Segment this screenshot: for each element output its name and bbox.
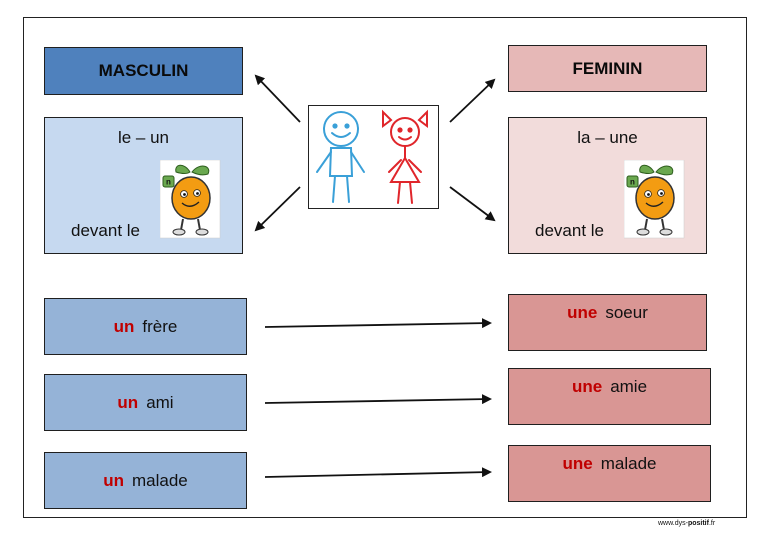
word-article: une bbox=[567, 303, 598, 322]
feminin-articles: la – une bbox=[577, 128, 638, 147]
orange-mascot-icon: n bbox=[160, 160, 221, 239]
word-article: une bbox=[571, 377, 603, 396]
girl-figure bbox=[382, 109, 428, 204]
word-article: un bbox=[117, 392, 139, 412]
word-noun: malade bbox=[600, 454, 657, 473]
page-frame bbox=[23, 17, 747, 518]
feminin-word-box: une soeur bbox=[508, 294, 707, 351]
word-noun: frère bbox=[142, 316, 178, 336]
word-article: un bbox=[103, 470, 124, 490]
word-noun: soeur bbox=[605, 303, 648, 322]
feminin-word-box: une amie bbox=[508, 368, 711, 425]
word-noun: ami bbox=[146, 392, 174, 412]
feminin-title: FEMININ bbox=[508, 45, 707, 92]
word-article: une bbox=[562, 454, 593, 473]
masculin-title: MASCULIN bbox=[44, 47, 243, 95]
site-credit: www.dys-positif.fr bbox=[658, 520, 716, 527]
boy-figure bbox=[316, 111, 365, 203]
svg-text:n: n bbox=[166, 178, 171, 187]
word-noun: amie bbox=[610, 377, 648, 396]
boy-girl-drawing bbox=[308, 105, 439, 209]
word-article: un bbox=[113, 316, 135, 336]
masculin-word-box: un frère bbox=[44, 298, 247, 355]
feminin-rule-box: la – une devant le n bbox=[508, 117, 707, 254]
feminin-devant: devant le bbox=[535, 221, 604, 240]
masculin-devant: devant le bbox=[71, 221, 140, 240]
masculin-word-box: un ami bbox=[44, 374, 247, 431]
masculin-articles: le – un bbox=[117, 128, 170, 147]
svg-text:n: n bbox=[630, 178, 635, 187]
feminin-word-box: une malade bbox=[508, 445, 711, 502]
boy-girl-icon bbox=[316, 109, 428, 204]
word-noun: malade bbox=[132, 470, 188, 490]
masculin-word-box: un malade bbox=[44, 452, 247, 509]
orange-mascot-icon: n bbox=[624, 160, 685, 239]
masculin-rule-box: le – un devant le n bbox=[44, 117, 243, 254]
